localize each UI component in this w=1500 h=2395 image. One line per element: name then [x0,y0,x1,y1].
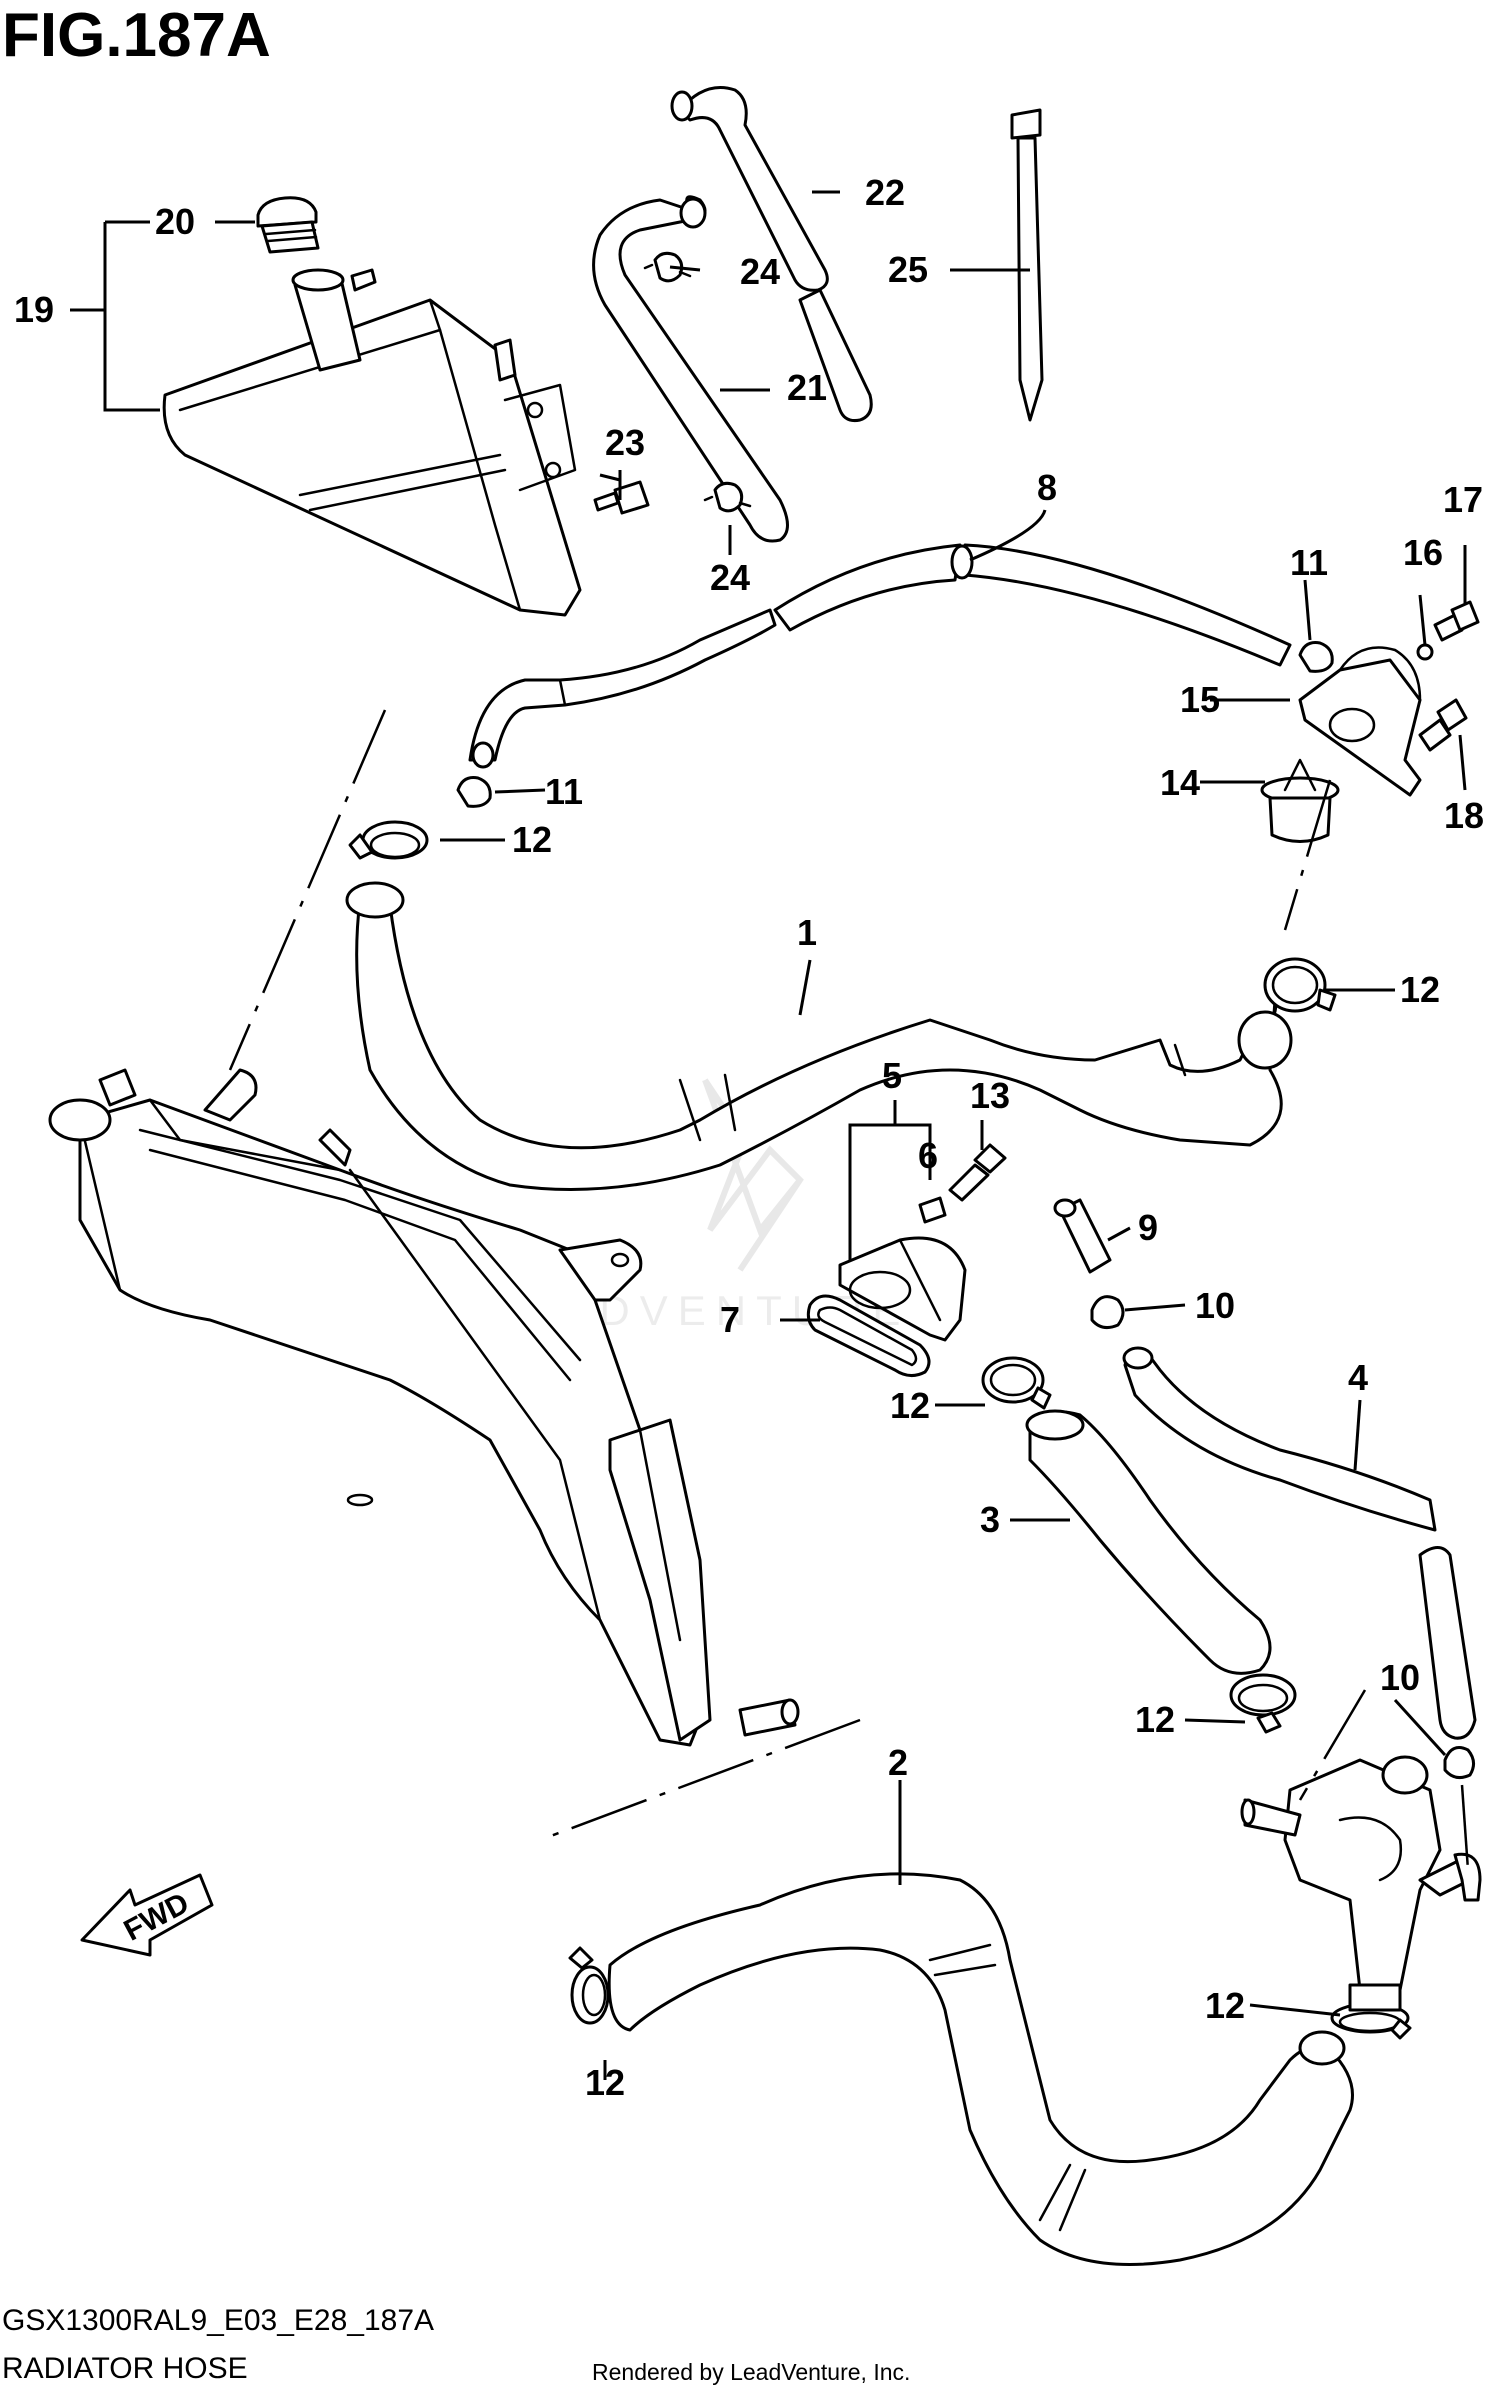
diagram-code: GSX1300RAL9_E03_E28_187A [2,2304,434,2337]
callout-1: 1 [797,912,817,953]
hose-2 [607,1872,1354,2266]
callout-25: 25 [888,249,928,290]
callout-12-d: 12 [1135,1699,1175,1740]
clamp-11-right [1298,641,1334,673]
hose-3 [1025,1409,1272,1675]
leader-lines [70,190,1467,2080]
callout-20: 20 [155,201,195,242]
callout-7: 7 [720,1299,740,1340]
callout-17: 17 [1443,479,1483,520]
water-outlet [838,1236,967,1342]
callout-18: 18 [1444,795,1484,836]
clamp-10-lower [1443,1746,1475,1780]
clamp-12-f [568,1946,610,2025]
callout-12-e: 12 [1205,1985,1245,2026]
callout-19: 19 [14,289,54,330]
callout-2: 2 [888,1742,908,1783]
gasket-7 [806,1294,931,1377]
callout-16: 16 [1403,532,1443,573]
callout-15: 15 [1180,679,1220,720]
bolt-18 [1418,698,1468,752]
callout-22: 22 [865,172,905,213]
bolt-17 [1433,600,1480,642]
callout-24-lower: 24 [710,557,750,598]
diagram-name: RADIATOR HOSE [2,2352,248,2385]
callout-12-a: 12 [512,819,552,860]
radiator [48,1068,800,1747]
callout-10-lower: 10 [1380,1657,1420,1698]
clamp-10-upper [1090,1295,1125,1330]
reservoir-cap [256,196,320,254]
clamp-11-left [456,776,492,808]
callout-23: 23 [605,422,645,463]
reservoir-tank [162,268,582,617]
callout-4: 4 [1348,1357,1368,1398]
collar-6 [918,1196,947,1224]
callout-12-c: 12 [890,1385,930,1426]
callout-12-b: 12 [1400,969,1440,1010]
clamp-12-d [1229,1673,1297,1734]
cable-tie-25 [1010,108,1044,422]
hose-4 [1122,1346,1477,1740]
water-pump [1240,1755,1482,2012]
thermostat-cover [1298,646,1422,797]
callout-6: 6 [918,1135,938,1176]
callout-11-left: 11 [545,771,583,812]
callout-24-upper: 24 [740,251,780,292]
callout-12-f: 12 [585,2062,625,2103]
clamp-12-c [981,1356,1052,1410]
callout-labels: 19 20 22 24 21 23 24 25 8 11 16 17 15 14… [14,172,1484,2103]
hose-22 [670,86,873,422]
hose-8 [468,543,1292,769]
clamp-12-a [348,820,429,860]
assembly-dash-lines [228,709,1470,1871]
bolt-23 [593,480,650,515]
callout-3: 3 [980,1499,1000,1540]
callout-11-right: 11 [1290,542,1328,583]
fitting-9 [1053,1198,1112,1274]
render-credit: Rendered by LeadVenture, Inc. [592,2359,910,2385]
washer-16 [1416,643,1434,661]
callout-8: 8 [1037,467,1057,508]
callout-21: 21 [787,367,827,408]
clamp-12-b [1263,957,1337,1013]
thermostat [1260,758,1340,843]
callout-13: 13 [970,1075,1010,1116]
clamp-24-upper [643,251,692,283]
figure-title: FIG.187A [2,1,271,70]
callout-14: 14 [1160,762,1200,803]
forward-arrow: FWD [80,1873,214,1957]
clamp-24-lower [703,481,752,513]
callout-9: 9 [1138,1207,1158,1248]
bolt-13 [948,1143,1007,1202]
leadventure-watermark [702,1078,804,1272]
hose-21 [592,195,789,543]
callout-10-upper: 10 [1195,1285,1235,1326]
callout-5: 5 [882,1055,902,1096]
hose-1 [345,881,1293,1191]
